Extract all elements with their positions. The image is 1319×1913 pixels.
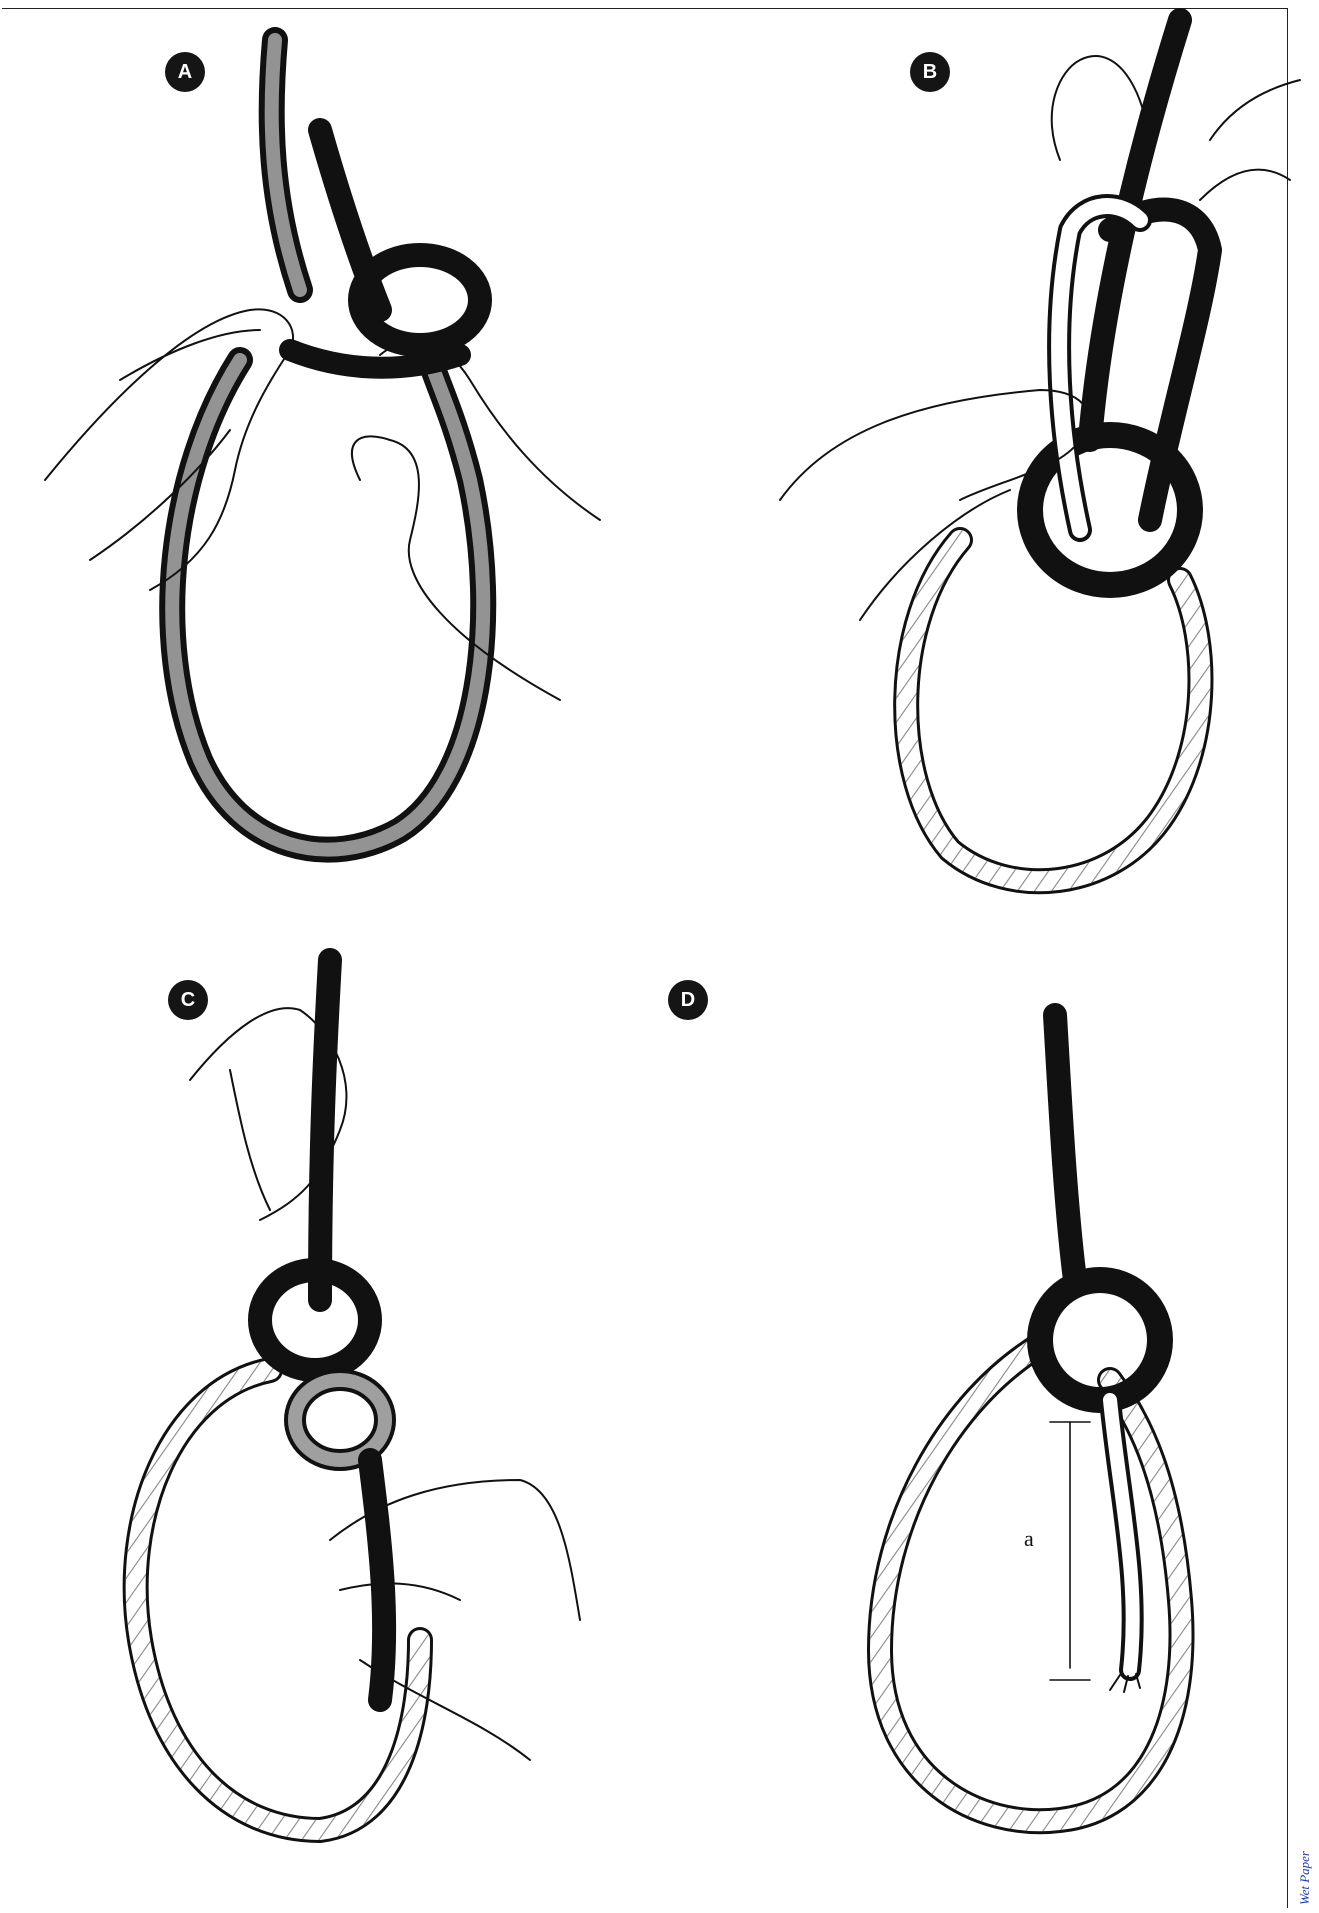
panel-c-drawing [136, 960, 580, 1830]
panel-label-b: B [910, 52, 950, 92]
panel-label-c: C [168, 980, 208, 1020]
panel-b-drawing [780, 20, 1300, 881]
panel-d-drawing [880, 1015, 1182, 1821]
panel-label-d: D [668, 980, 708, 1020]
image-credit: Wet Paper [1297, 1851, 1313, 1905]
panel-a-drawing [45, 40, 600, 850]
panel-label-a: A [165, 52, 205, 92]
measurement-label: a [1024, 1526, 1034, 1552]
